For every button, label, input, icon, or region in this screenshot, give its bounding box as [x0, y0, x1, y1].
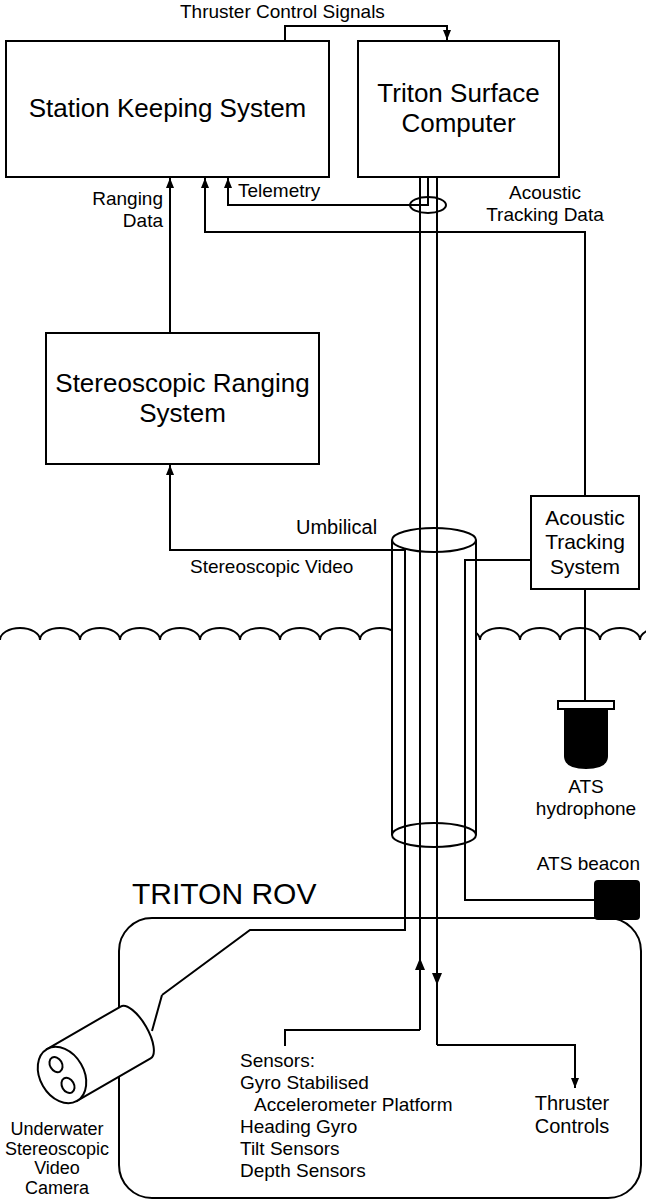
- edge-label: Telemetry: [238, 180, 320, 202]
- hydrophone-label: ATS hydrophone: [531, 776, 641, 820]
- camera-symbol: [2, 995, 185, 1199]
- box-label: Acoustic Tracking System: [538, 506, 632, 578]
- camera-label: Underwater Stereoscopic Video Camera: [2, 1120, 112, 1199]
- thruster-arrow: [437, 1045, 575, 1088]
- control-wire: [436, 178, 438, 1045]
- process-box: Acoustic Tracking System: [530, 495, 640, 590]
- sensor-wire: [419, 178, 421, 1030]
- box-label: Station Keeping System: [29, 94, 307, 124]
- text-label: Depth Sensors: [240, 1160, 490, 1182]
- text-label: Heading Gyro: [240, 1116, 490, 1138]
- text-label: Sensors:: [240, 1050, 490, 1072]
- text-label: Umbilical: [296, 516, 377, 539]
- text-label: Tilt Sensors: [240, 1138, 490, 1160]
- process-box: Stereoscopic Ranging System: [45, 332, 320, 465]
- connector: [584, 590, 586, 700]
- edge-label: Stereoscopic Video: [190, 556, 353, 578]
- down-arrowhead: [432, 973, 442, 985]
- edge-label: Acoustic Tracking Data: [478, 182, 612, 226]
- process-box: Station Keeping System: [5, 40, 330, 178]
- box-label: Triton Surface Computer: [365, 79, 552, 139]
- hydrophone: ATS hydrophone: [557, 700, 615, 770]
- edge-label: Thruster Control Signals: [180, 1, 385, 23]
- process-box: Triton Surface Computer: [357, 40, 560, 178]
- edge-label: Ranging Data: [85, 188, 163, 232]
- text-label: Thruster Controls: [522, 1092, 622, 1138]
- connector: [228, 178, 428, 205]
- water-surface: [0, 628, 646, 640]
- camera: Underwater Stereoscopic Video Camera: [2, 995, 185, 1199]
- text-label: Gyro Stabilised Accelerometer Platform: [240, 1072, 490, 1116]
- rov-outline: [118, 917, 642, 1199]
- hydrophone-symbol: [557, 700, 615, 770]
- vehicle-title: TRITON ROV: [132, 877, 316, 912]
- connector: [285, 26, 447, 40]
- connector: [162, 465, 405, 995]
- up-arrowhead: [415, 958, 425, 970]
- beacon: ATS beacon: [594, 880, 640, 920]
- beacon-label: ATS beacon: [537, 853, 640, 875]
- sensor-bracket: [285, 1030, 420, 1046]
- connector: [169, 178, 171, 332]
- box-label: Stereoscopic Ranging System: [53, 369, 312, 429]
- vehicle-outline: TRITON ROV ATS beacon: [118, 875, 642, 1199]
